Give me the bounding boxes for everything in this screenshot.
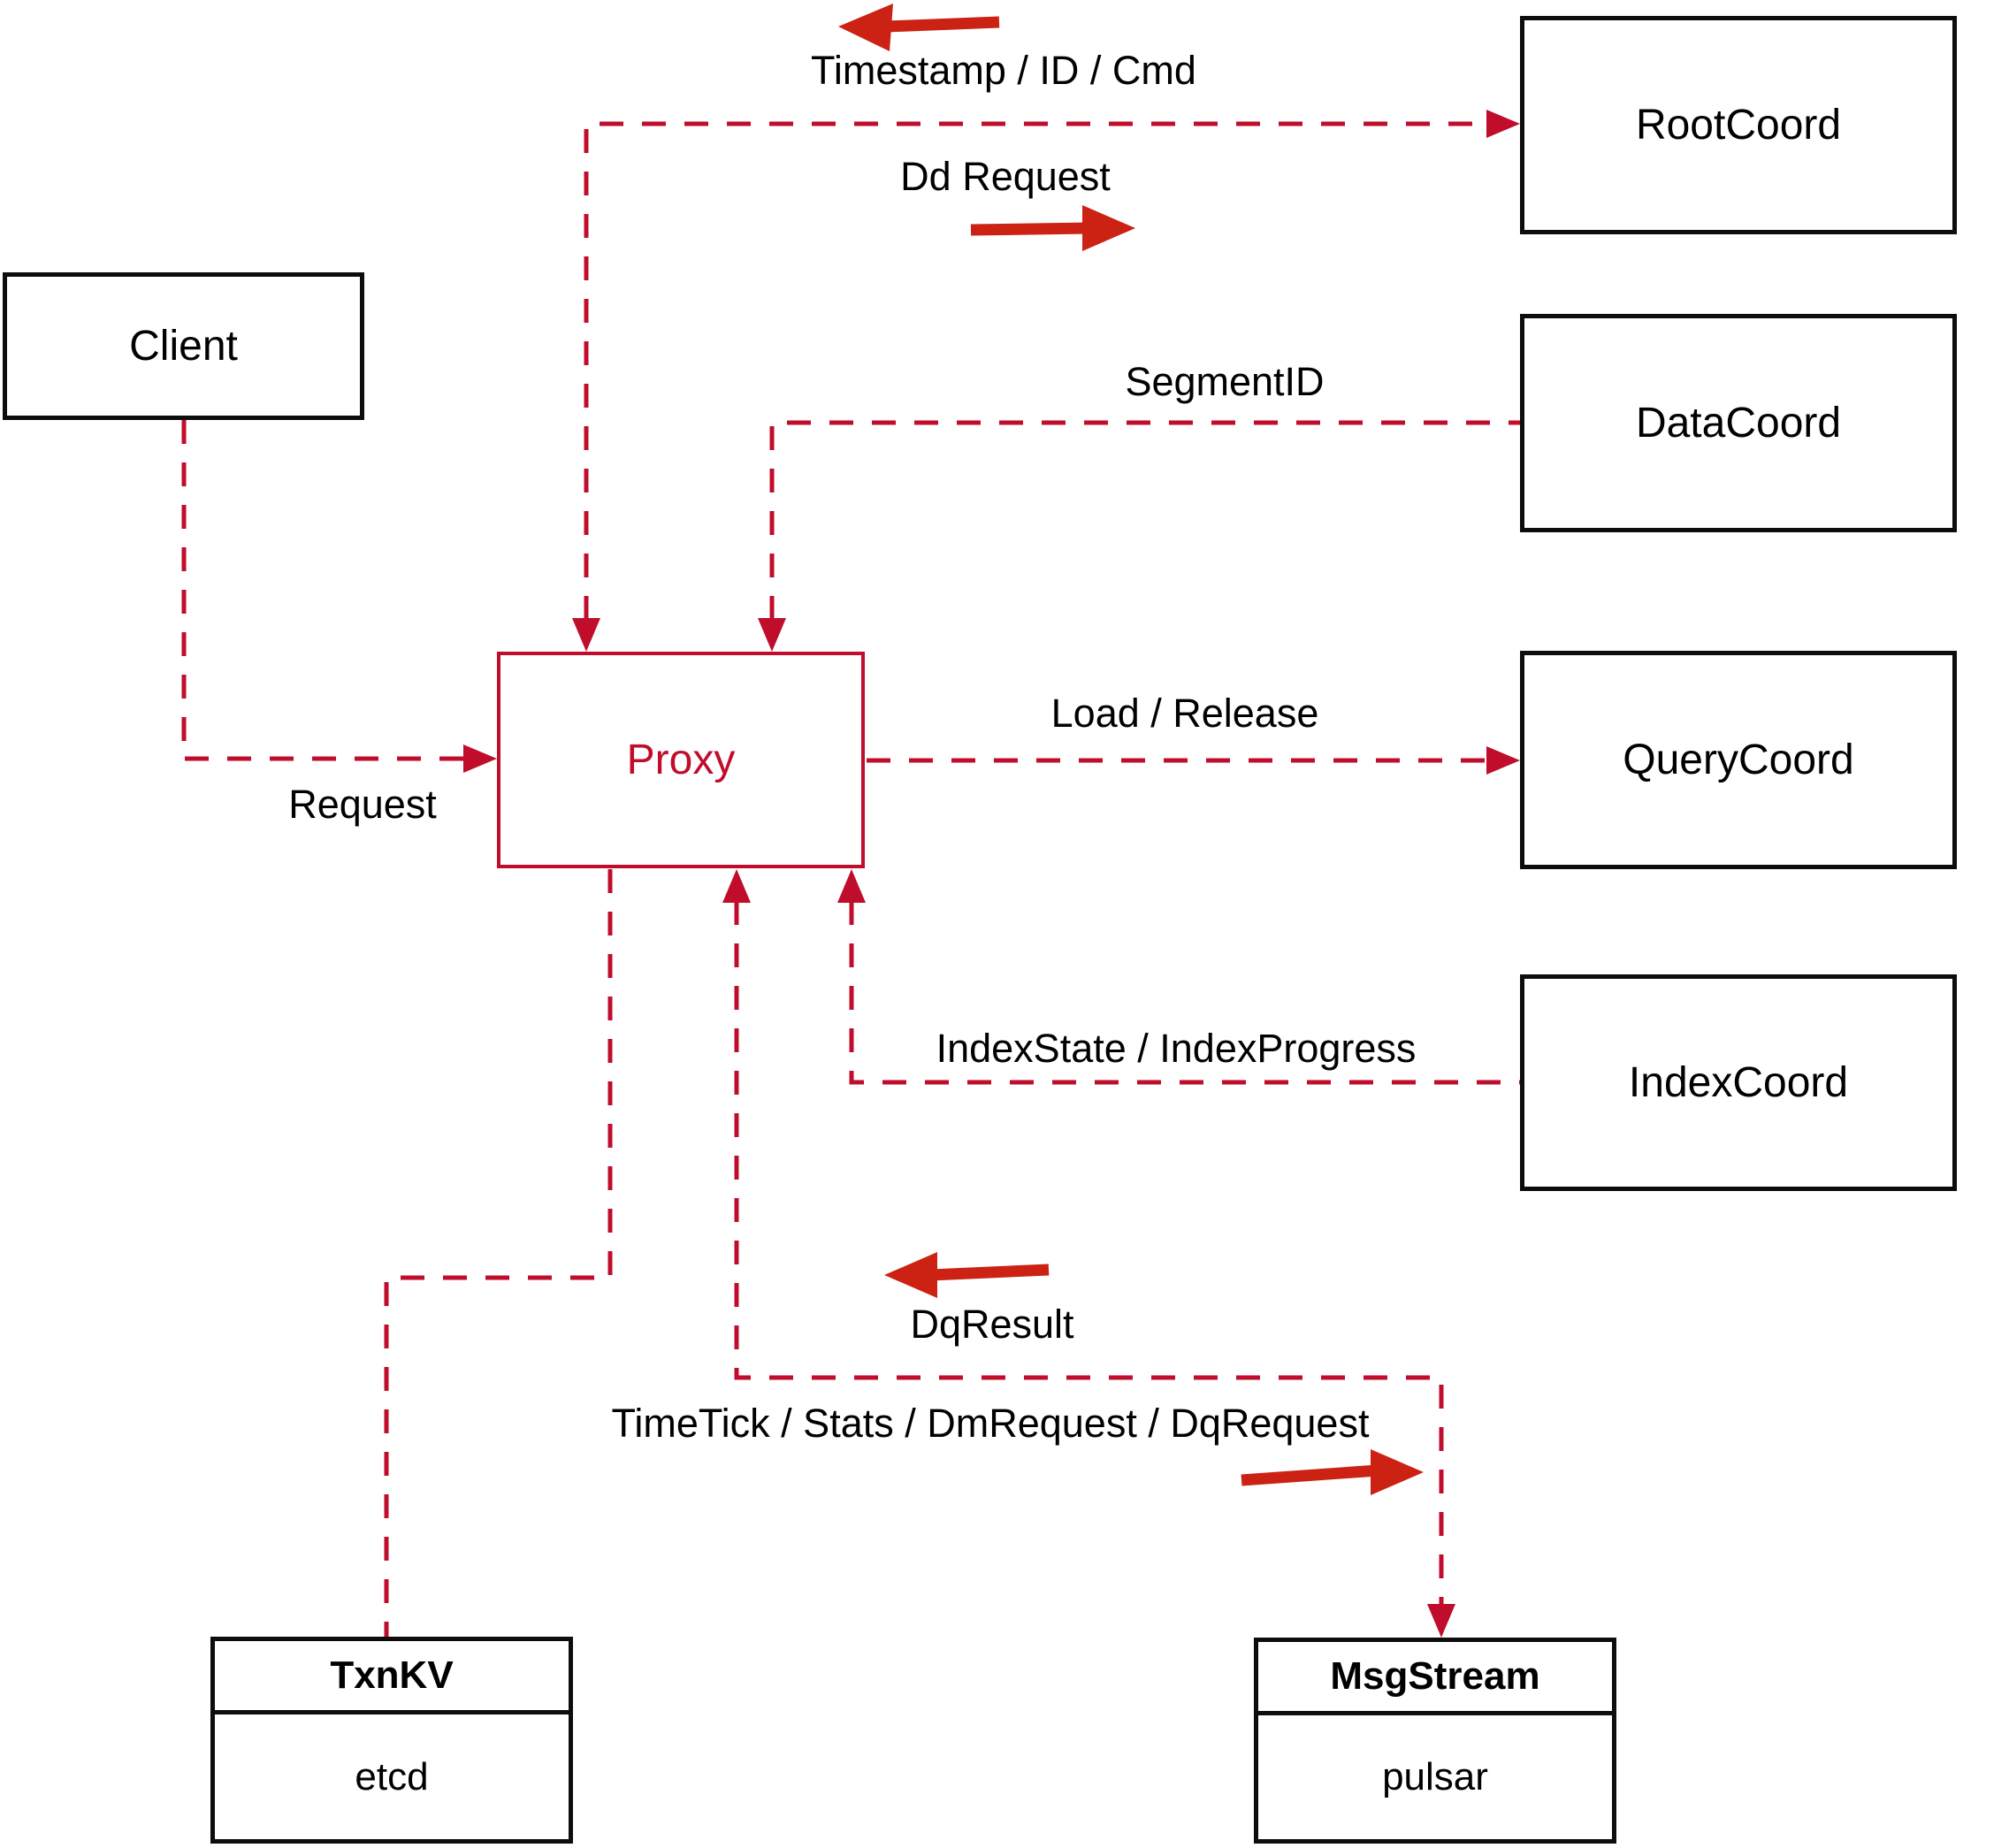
edge-proxy-txnkv bbox=[384, 869, 613, 1637]
node-client: Client bbox=[3, 272, 364, 420]
arrowhead-into-proxy-left bbox=[463, 745, 497, 773]
node-datacoord: DataCoord bbox=[1520, 314, 1957, 532]
arrowhead-into-msgstream bbox=[1427, 1604, 1455, 1638]
edge-label-segment-id: SegmentID bbox=[1125, 359, 1325, 404]
timetick-direction-arrow-shaft bbox=[1241, 1464, 1379, 1486]
edge-label-index-state: IndexState / IndexProgress bbox=[936, 1026, 1417, 1071]
edge-label-timetick: TimeTick / Stats / DmRequest / DqRequest bbox=[611, 1401, 1370, 1446]
node-querycoord: QueryCoord bbox=[1520, 651, 1957, 869]
arrowhead-into-proxy-top-right bbox=[758, 618, 786, 652]
node-txnkv-title: TxnKV bbox=[215, 1641, 569, 1714]
edge-proxy-msgstream bbox=[734, 901, 1444, 1606]
node-proxy: Proxy bbox=[497, 652, 865, 868]
node-txnkv-impl: etcd bbox=[355, 1754, 429, 1798]
node-datacoord-label: DataCoord bbox=[1635, 400, 1842, 447]
edge-datacoord-proxy bbox=[769, 420, 1520, 620]
timestamp-direction-arrow-shaft bbox=[885, 16, 1000, 33]
arrowhead-into-proxy-bottom-right bbox=[837, 869, 866, 903]
timetick-direction-arrow-head bbox=[1371, 1449, 1424, 1495]
node-txnkv: TxnKV etcd bbox=[210, 1637, 573, 1844]
edge-label-dq-result: DqResult bbox=[910, 1302, 1074, 1347]
arrowhead-into-proxy-top-left bbox=[572, 618, 600, 652]
edge-label-request: Request bbox=[288, 782, 437, 827]
node-indexcoord: IndexCoord bbox=[1520, 974, 1957, 1191]
node-querycoord-label: QueryCoord bbox=[1623, 737, 1854, 783]
node-msgstream: MsgStream pulsar bbox=[1254, 1638, 1616, 1844]
edge-label-load-release: Load / Release bbox=[1050, 691, 1319, 736]
dd-request-direction-arrow-head bbox=[1082, 205, 1135, 251]
node-rootcoord-label: RootCoord bbox=[1635, 102, 1842, 149]
node-indexcoord-label: IndexCoord bbox=[1628, 1059, 1849, 1106]
edge-client-proxy bbox=[181, 420, 465, 761]
node-msgstream-title: MsgStream bbox=[1258, 1642, 1612, 1715]
dqresult-direction-arrow-head bbox=[884, 1252, 937, 1298]
node-client-label: Client bbox=[129, 323, 238, 370]
node-rootcoord: RootCoord bbox=[1520, 16, 1957, 234]
arrowhead-into-querycoord bbox=[1486, 746, 1520, 775]
edge-label-timestamp-id-cmd: Timestamp / ID / Cmd bbox=[811, 48, 1196, 93]
node-proxy-label: Proxy bbox=[626, 737, 736, 783]
dd-request-direction-arrow-shaft bbox=[970, 222, 1090, 236]
timestamp-direction-arrow-head bbox=[838, 4, 893, 51]
node-msgstream-impl: pulsar bbox=[1382, 1755, 1488, 1798]
arrowhead-into-rootcoord bbox=[1486, 110, 1520, 138]
edge-indexcoord-proxy bbox=[849, 901, 1520, 1085]
dqresult-direction-arrow-shaft bbox=[929, 1264, 1050, 1281]
arrowhead-into-proxy-bottom-mid bbox=[722, 869, 751, 903]
edge-label-dd-request: Dd Request bbox=[900, 154, 1111, 199]
